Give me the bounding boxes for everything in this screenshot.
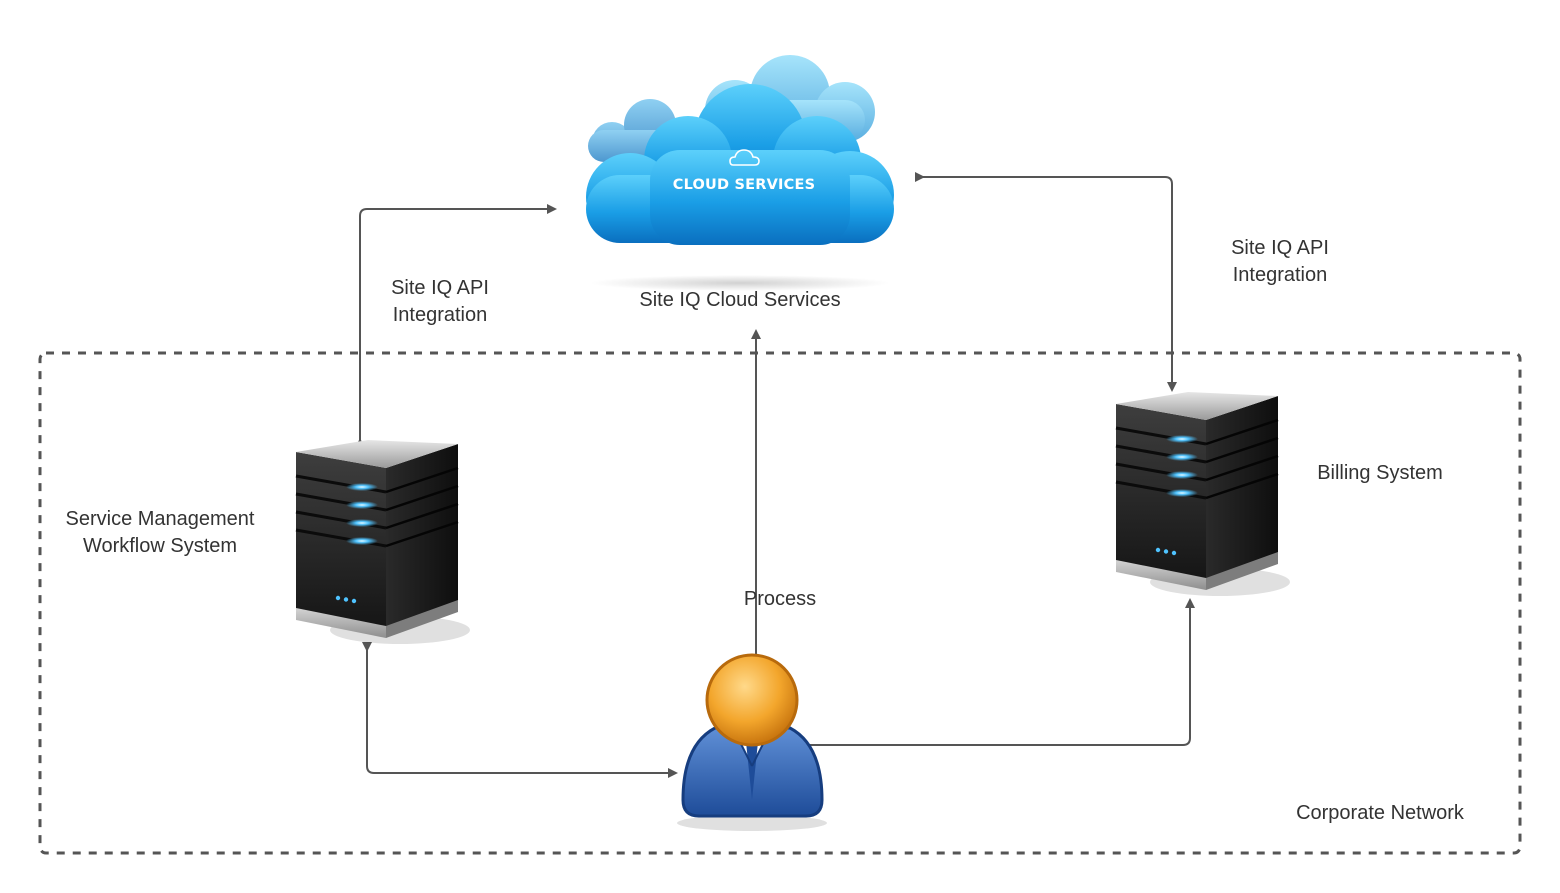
corporate-network-label: Corporate Network [1296,802,1464,824]
cloud-caption: Site IQ Cloud Services [639,289,841,311]
connector-billing-cloud [915,172,1177,392]
process-label: Process [743,588,817,610]
api-integration-right-line2: Integration [1232,264,1328,286]
api-integration-left-line2: Integration [392,304,488,326]
server-icon [1114,392,1292,598]
user-icon [677,653,827,831]
billing-system-label: Billing System [1317,462,1443,484]
api-integration-label-left: Site IQ API Integration [360,275,520,329]
connectors [355,172,1195,778]
cloud-icon: CLOUD SERVICES [586,55,894,291]
api-integration-left-line1: Site IQ API [391,277,489,299]
api-integration-right-line1: Site IQ API [1231,237,1329,259]
smw-system-line2: Workflow System [82,535,238,557]
connector-person-smw [362,642,678,778]
connector-smw-cloud [355,204,557,448]
smw-system-label: Service Management Workflow System [40,506,280,560]
cloud-badge-text: CLOUD SERVICES [673,177,815,193]
api-integration-label-right: Site IQ API Integration [1200,235,1360,289]
server-icon [294,440,472,646]
connector-person-billing [801,598,1195,750]
corporate-network-boundary [38,351,1522,855]
smw-system-line1: Service Management [65,508,255,530]
